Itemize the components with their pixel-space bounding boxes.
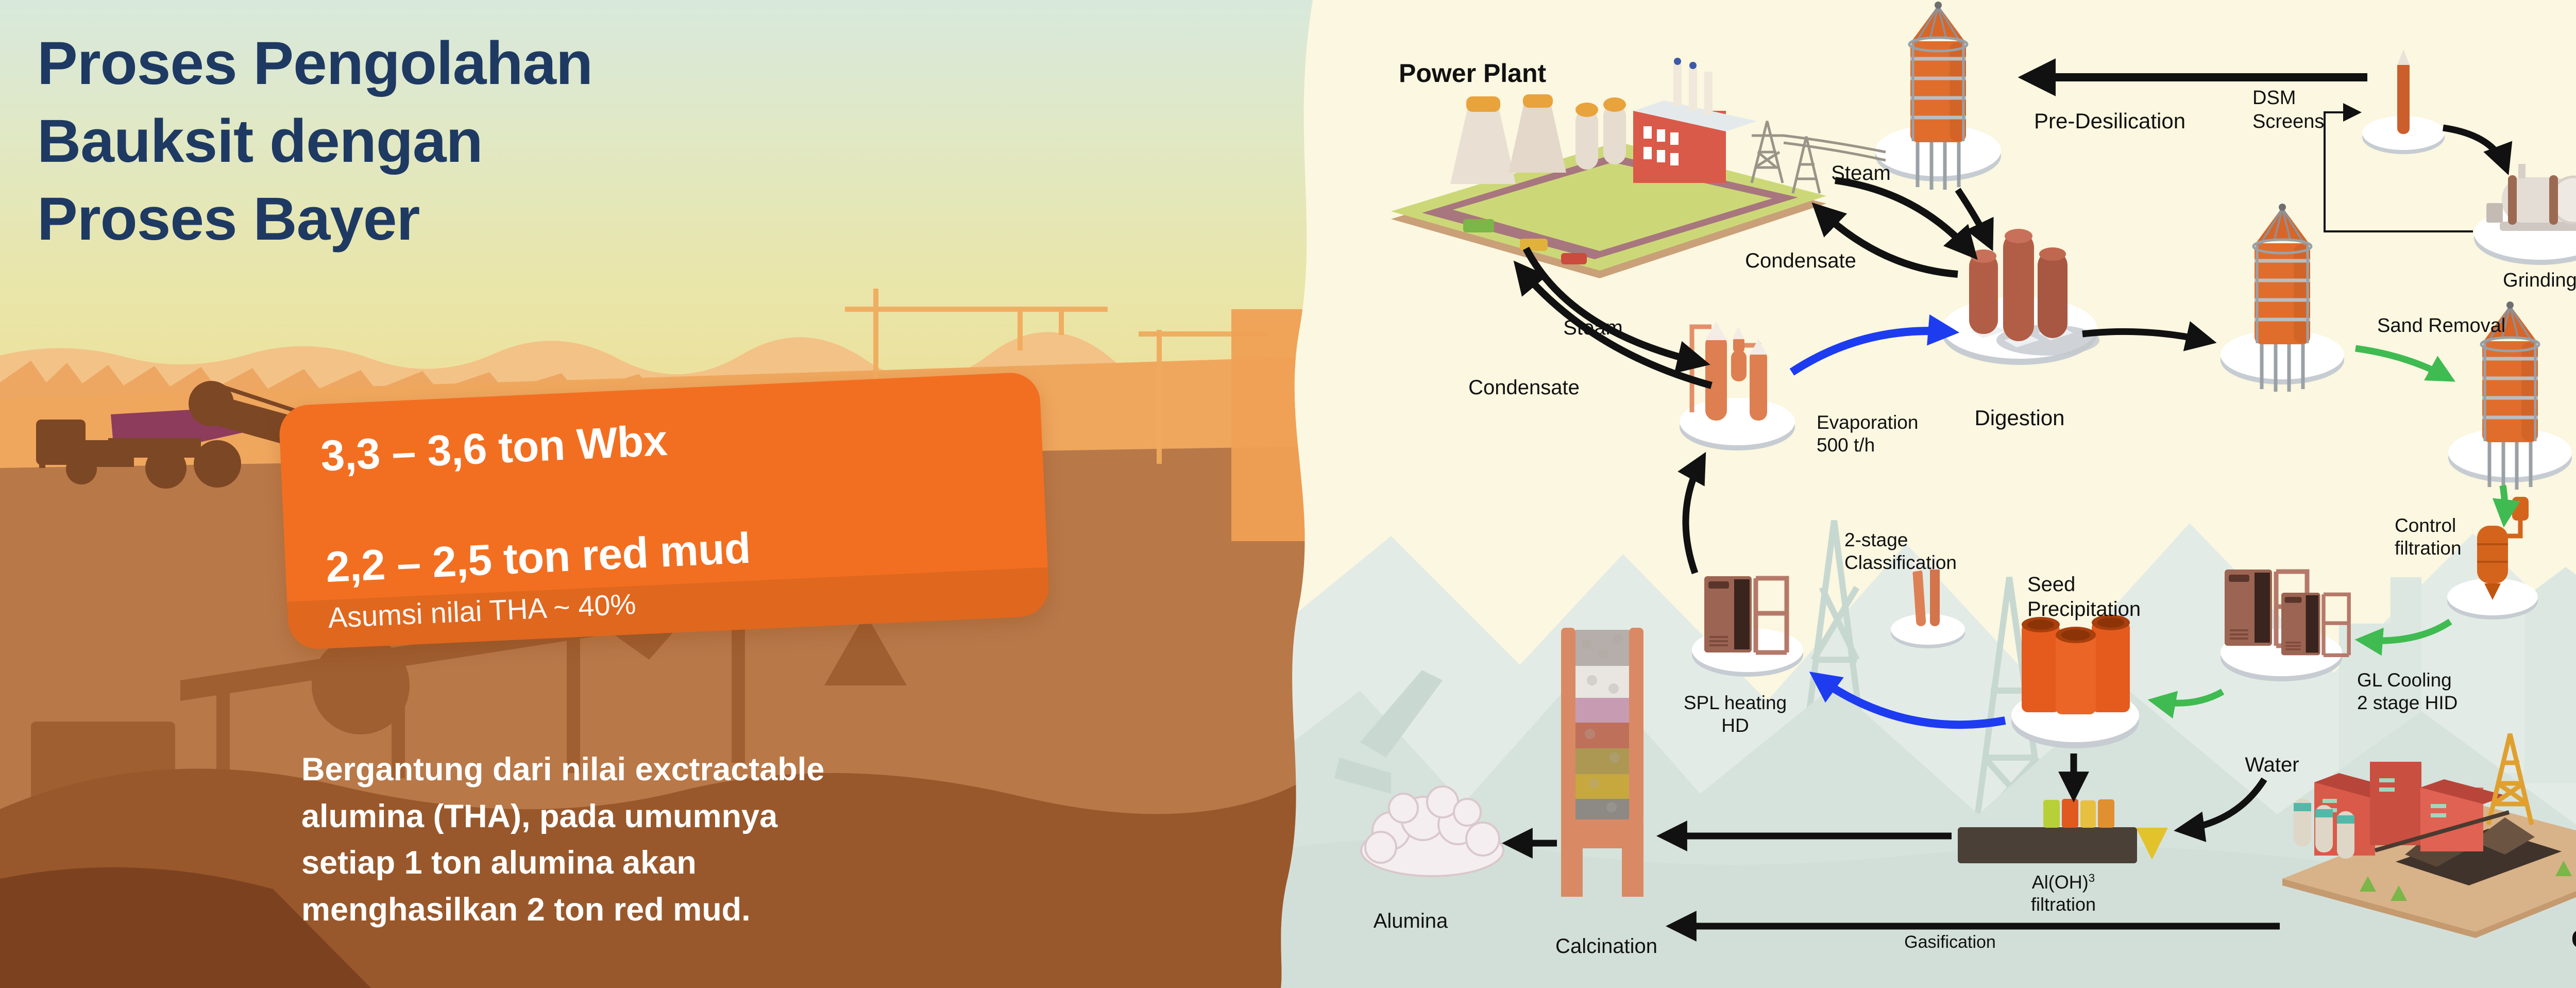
label-dsm-line2: Screens: [2252, 110, 2325, 132]
label-seed-precipitation: Seed Precipitation: [2027, 572, 2141, 622]
arrow-grinding-to-dsm-loop: [2324, 103, 2473, 232]
label-gl-cooling-line1: GL Cooling: [2357, 669, 2452, 691]
node-alumina-pile: [1360, 785, 1504, 877]
node-evaporation: [1689, 322, 1767, 421]
paragraph-line-3: setiap 1 ton alumina akan: [301, 845, 697, 881]
label-dsm-screens: DSM Screens: [2252, 87, 2324, 133]
label-water-bottom: Water: [2245, 753, 2299, 776]
label-aloh3-sup: 3: [2088, 872, 2095, 884]
node-coal-gasification-plant: [2282, 733, 2576, 938]
label-steam-top: Steam: [1831, 162, 1891, 185]
label-aloh3-filtration: Al(OH)3 filtration: [2031, 871, 2096, 915]
arrow-spl-to-evaporation: [1677, 451, 1706, 575]
label-aloh3-line2: filtration: [2030, 894, 2096, 915]
title-line-2: Bauksit dengan: [37, 107, 483, 176]
label-control-filtration-line1: Control: [2395, 515, 2456, 536]
dirt-mounds: [0, 768, 1313, 988]
label-condensate-top: Condensate: [1745, 249, 1856, 272]
label-grinding: Grinding: [2503, 270, 2576, 291]
arrow-evaporation-to-plant-condensate: [1513, 260, 1713, 389]
arrow-dsm-to-grinding: [2443, 124, 2513, 175]
arrow-predesilication-to-digestion: [1955, 188, 1994, 252]
label-aloh3-line1: Al(OH)3: [2031, 871, 2096, 893]
dark-mound-left: [0, 867, 371, 988]
arrow-seed-to-spl-blue: [1809, 672, 2006, 729]
label-calcination: Calcination: [1555, 935, 1657, 958]
node-grinding-mill: [2486, 164, 2576, 231]
stat-wbx: 3,3 – 3,6 ton Wbx: [319, 415, 668, 480]
label-spl-heating-line2: HD: [1721, 715, 1749, 736]
mining-truck-silhouette: [36, 406, 278, 489]
label-condensate-left: Condensate: [1468, 376, 1580, 399]
label-control-filtration-line2: filtration: [2395, 538, 2462, 559]
stat-red-mud: 2,2 – 2,5 ton red mud: [325, 523, 752, 592]
title-line-1: Proses Pengolahan: [37, 29, 593, 97]
label-evaporation-line1: Evaporation: [1817, 412, 1919, 433]
node-dsm-screens: [2397, 49, 2410, 134]
label-aloh3-base: Al(OH): [2031, 872, 2089, 893]
flow-arrows: [1502, 58, 2521, 942]
node-digestion: [1969, 229, 2099, 356]
arrow-steam-to-digestion: [1835, 177, 1978, 260]
label-alumina: Alumina: [1373, 910, 1448, 932]
label-evaporation-line2: 500 t/h: [1817, 434, 1875, 456]
title-line-3: Proses Bayer: [37, 185, 420, 254]
node-seed-precipitation: [2022, 615, 2130, 714]
label-control-filtration: Control filtration: [2395, 514, 2462, 560]
label-steam-left: Steam: [1563, 316, 1623, 339]
label-sand-removal: Sand Removal: [2377, 315, 2506, 337]
stat-card: 3,3 – 3,6 ton Wbx 2,2 – 2,5 ton red mud …: [278, 371, 1050, 650]
arrow-evaporation-to-digestion-blue: [1789, 314, 1960, 376]
paragraph-line-1: Bergantung dari nilai exctractable: [301, 751, 825, 788]
arrow-glcooling-to-seed-green: [2147, 689, 2225, 719]
label-gl-cooling-line2: 2 stage HID: [2357, 692, 2458, 714]
paragraph-line-4: menghasilkan 2 ton red mud.: [301, 892, 751, 928]
label-seed-precipitation-line2: Precipitation: [2027, 598, 2141, 621]
label-spl-heating: SPL heating HD: [1684, 692, 1787, 738]
label-pre-desilication: Pre-Desilication: [2034, 109, 2186, 133]
arrow-water-to-conveyor: [2174, 777, 2267, 842]
page-title: Proses Pengolahan Bauksit dengan Proses …: [37, 25, 593, 258]
footnote-paragraph: Bergantung dari nilai exctractable alumi…: [301, 746, 824, 933]
arrow-digestion-to-sand-silo: [2082, 321, 2217, 351]
arrow-digestion-to-plant-condensate: [1811, 202, 1958, 278]
paragraph-line-2: alumina (THA), pada umumnya: [301, 798, 778, 834]
node-calcination-tower: [1561, 628, 1643, 897]
node-2stage-classification: [1911, 552, 1940, 626]
node-aloh3-conveyor: [1958, 799, 2168, 863]
label-spl-heating-line1: SPL heating: [1683, 692, 1787, 713]
label-2stage-classification: 2-stage Classification: [1844, 529, 1957, 575]
label-2stage-line1: 2-stage: [1844, 529, 1908, 550]
arrow-settling-to-control-green: [2492, 484, 2521, 528]
label-coal-gasification: Coal Gasification: [2571, 924, 2576, 954]
label-seed-precipitation-line1: Seed: [2027, 573, 2076, 596]
label-dsm-line1: DSM: [2252, 87, 2296, 109]
label-2stage-line2: Classification: [1844, 552, 1957, 574]
arrow-control-to-glcooling-green: [2354, 618, 2452, 656]
node-power-plant: [1391, 58, 1886, 278]
arrow-sand-removal-green: [2355, 345, 2455, 382]
label-evaporation: Evaporation 500 t/h: [1817, 411, 1918, 457]
label-gl-cooling: GL Cooling 2 stage HID: [2357, 669, 2458, 715]
label-power-plant: Power Plant: [1399, 59, 1547, 88]
label-digestion: Digestion: [1974, 406, 2065, 430]
label-gasification: Gasification: [1904, 932, 1996, 952]
